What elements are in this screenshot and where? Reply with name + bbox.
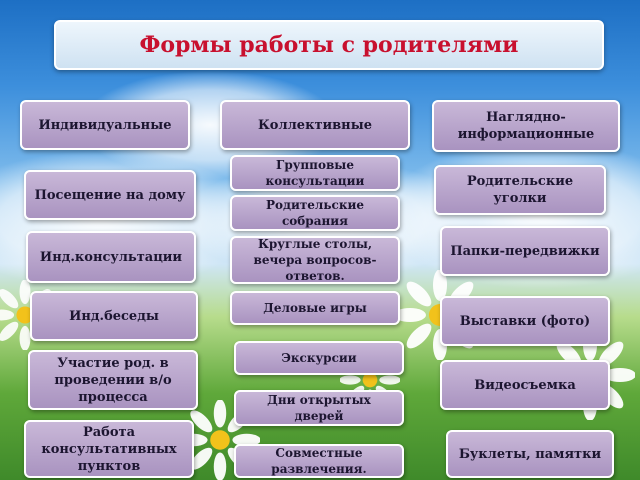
item-visual-booklets: Буклеты, памятки [446, 430, 614, 478]
item-collective-joint-entertainment: Совместные развлечения. [234, 444, 404, 478]
item-visual-folders: Папки-передвижки [440, 226, 610, 276]
item-collective-business-games: Деловые игры [230, 291, 400, 325]
item-collective-parent-meetings: Родительские собрания [230, 195, 400, 231]
column-header-collective: Коллективные [220, 100, 410, 150]
item-collective-open-days: Дни открытых дверей [234, 390, 404, 426]
item-visual-parent-corners: Родительские уголки [434, 165, 606, 215]
item-individual-participation: Участие род. в проведении в/о процесса [28, 350, 198, 410]
item-visual-video: Видеосъемка [440, 360, 610, 410]
item-visual-photo-exhibitions: Выставки (фото) [440, 296, 610, 346]
column-header-individual: Индивидуальные [20, 100, 190, 150]
item-collective-excursions: Экскурсии [234, 341, 404, 375]
item-individual-home-visit: Посещение на дому [24, 170, 196, 220]
page-title: Формы работы с родителями [139, 32, 519, 58]
item-individual-talks: Инд.беседы [30, 291, 198, 341]
column-header-visual-info: Наглядно-информационные [432, 100, 620, 152]
item-individual-consult-points: Работа консультативных пунктов [24, 420, 194, 478]
item-collective-group-consultations: Групповые консультации [230, 155, 400, 191]
item-individual-consultations: Инд.консультации [26, 231, 196, 283]
title-banner: Формы работы с родителями [54, 20, 604, 70]
item-collective-round-tables: Круглые столы, вечера вопросов-ответов. [230, 236, 400, 284]
